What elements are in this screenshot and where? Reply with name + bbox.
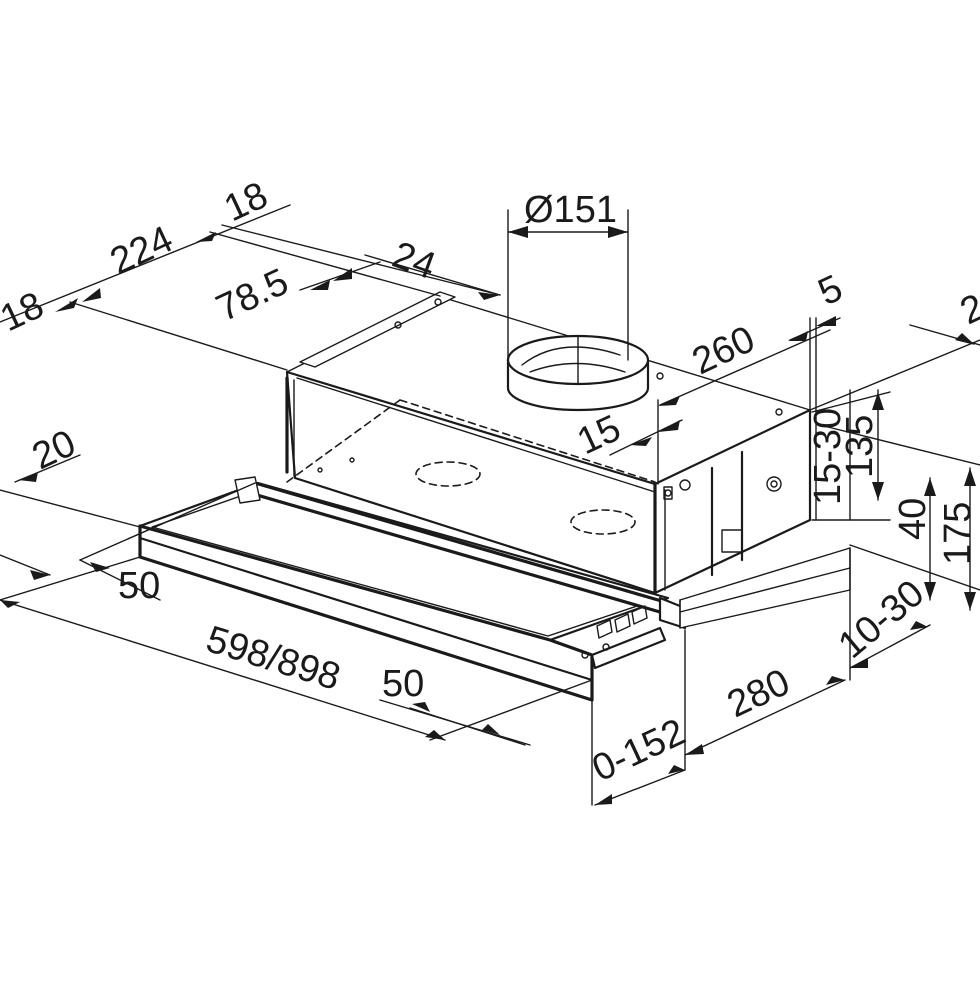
dim-224: 224 — [104, 218, 179, 283]
dim-20: 20 — [26, 422, 82, 478]
dim-260: 260 — [686, 318, 761, 383]
dim-78-5: 78.5 — [210, 261, 295, 330]
dim-175: 175 — [937, 502, 979, 565]
dim-18-top: 18 — [218, 174, 274, 230]
dim-5: 5 — [812, 267, 849, 314]
dim-135: 135 — [839, 415, 881, 478]
dim-24: 24 — [387, 234, 441, 288]
exhaust-collar — [506, 334, 650, 412]
dim-diameter-151: Ø151 — [524, 189, 617, 231]
dim-40: 40 — [892, 498, 934, 540]
dim-598-898: 598/898 — [201, 618, 345, 698]
dimension-lines — [0, 204, 980, 806]
dim-18-left: 18 — [0, 284, 50, 340]
dim-280: 280 — [721, 661, 796, 726]
dim-50-bottom: 50 — [382, 663, 424, 705]
dim-2-edge: 2 — [954, 286, 980, 333]
hidden-internals — [286, 399, 656, 535]
dim-15-30: 15-30 — [807, 408, 849, 505]
dim-0-152: 0-152 — [586, 711, 692, 790]
dim-50-left: 50 — [118, 565, 160, 607]
telescopic-visor — [138, 476, 851, 702]
